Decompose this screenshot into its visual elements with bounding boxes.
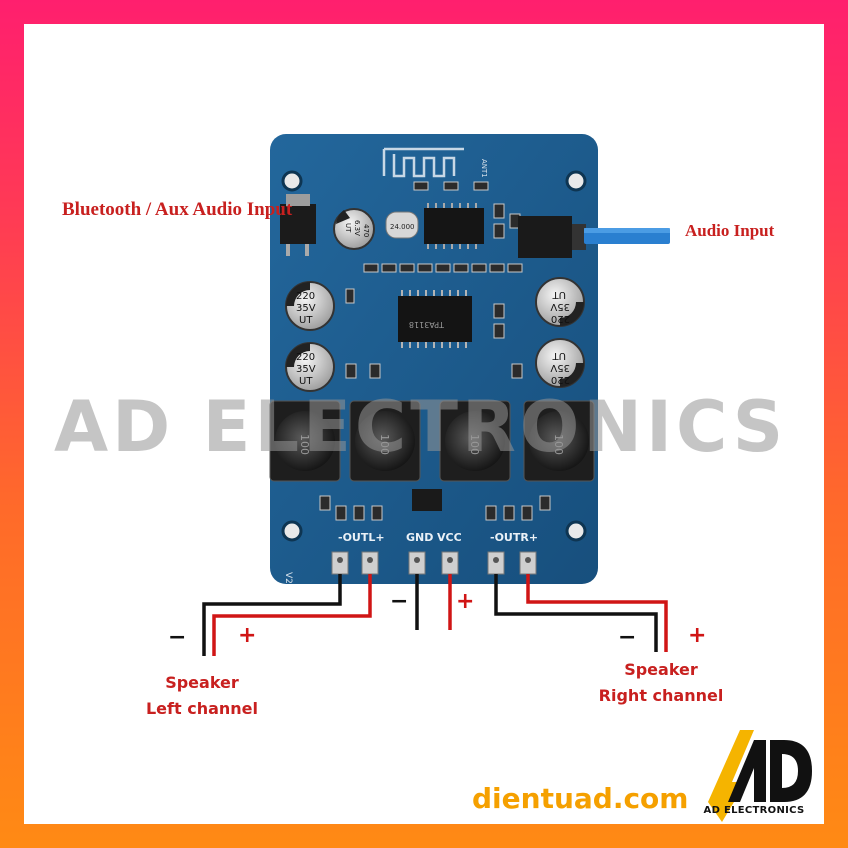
svg-text:6.3V: 6.3V (353, 220, 361, 236)
speaker-right-label: Speaker Right channel (596, 657, 726, 709)
polarity-left-minus: − (168, 625, 186, 650)
svg-text:220: 220 (551, 374, 570, 385)
capacitor-220uf-4: 220 35V UT (535, 338, 585, 388)
svg-text:35V: 35V (296, 364, 316, 375)
logo-caption: AD ELECTRONICS (703, 805, 805, 816)
capacitor-220uf-1: 220 35V UT (285, 281, 335, 331)
terminal-label-outr: -OUTR+ (490, 531, 538, 544)
audio-jack (518, 216, 586, 258)
capacitor-220uf-2: 220 35V UT (285, 342, 335, 392)
svg-text:TPA3118: TPA3118 (409, 320, 445, 329)
antenna-trace (382, 147, 464, 178)
brand-url: dientuad.com (472, 782, 689, 815)
svg-text:220: 220 (296, 352, 315, 363)
voltage-regulator (280, 194, 316, 256)
svg-text:UT: UT (344, 223, 352, 233)
inductor-1: 100 (269, 400, 341, 482)
speaker-left-line2: Left channel (145, 699, 258, 718)
svg-text:UT: UT (299, 376, 313, 387)
watermark-text: AD ELECTRONICS (54, 386, 788, 468)
svg-text:35V: 35V (550, 362, 570, 373)
svg-text:35V: 35V (296, 303, 316, 314)
smd-components (345, 181, 523, 379)
svg-text:UT: UT (552, 289, 566, 300)
terminal-label-outl: -OUTL+ (338, 531, 385, 544)
svg-text:470: 470 (362, 224, 370, 237)
svg-text:100: 100 (468, 434, 481, 455)
amplifier-chip: TPA3118 (398, 290, 472, 348)
capacitor-220uf-3: 220 35V UT (535, 277, 585, 327)
svg-text:24.000: 24.000 (390, 223, 415, 231)
svg-text:100: 100 (552, 434, 565, 455)
svg-text:100: 100 (298, 434, 311, 455)
polarity-gnd-minus: − (390, 589, 408, 614)
capacitor-470uf: 470 6.3V UT (333, 208, 375, 250)
product-image-frame: ANT1 470 6.3V UT 24.000 (24, 24, 824, 824)
board-version: V2 (283, 572, 293, 584)
svg-text:220: 220 (551, 313, 570, 324)
speaker-left-line1: Speaker (165, 673, 239, 692)
inductor-2: 100 (349, 400, 421, 482)
bluetooth-aux-input-label: Bluetooth / Aux Audio Input (62, 199, 293, 220)
svg-text:35V: 35V (550, 301, 570, 312)
audio-input-label: Audio Input (685, 221, 775, 240)
polarity-vcc-plus: + (456, 589, 474, 614)
antenna-label: ANT1 (480, 159, 488, 178)
polarity-right-plus: + (688, 623, 706, 648)
mounting-holes (281, 170, 587, 542)
svg-text:UT: UT (299, 315, 313, 326)
terminal-label-gnd: GND (406, 531, 433, 544)
inductor-4: 100 (523, 400, 595, 482)
terminal-label-vcc: VCC (437, 531, 462, 544)
ad-electronics-logo (708, 730, 812, 822)
polarity-left-plus: + (238, 623, 256, 648)
crystal-oscillator: 24.000 (385, 211, 419, 239)
inductor-3: 100 (439, 400, 511, 482)
bluetooth-chip (424, 203, 484, 249)
svg-text:220: 220 (296, 291, 315, 302)
svg-text:100: 100 (378, 434, 391, 455)
polarity-right-minus: − (618, 625, 636, 650)
speaker-left-label: Speaker Left channel (142, 670, 262, 722)
diode (412, 489, 442, 511)
speaker-right-line2: Right channel (598, 686, 724, 705)
bottom-smd (319, 495, 551, 521)
wires (202, 574, 668, 656)
svg-text:UT: UT (552, 350, 566, 361)
amplifier-board-illustration: ANT1 470 6.3V UT 24.000 (168, 134, 706, 656)
speaker-right-line1: Speaker (624, 660, 698, 679)
